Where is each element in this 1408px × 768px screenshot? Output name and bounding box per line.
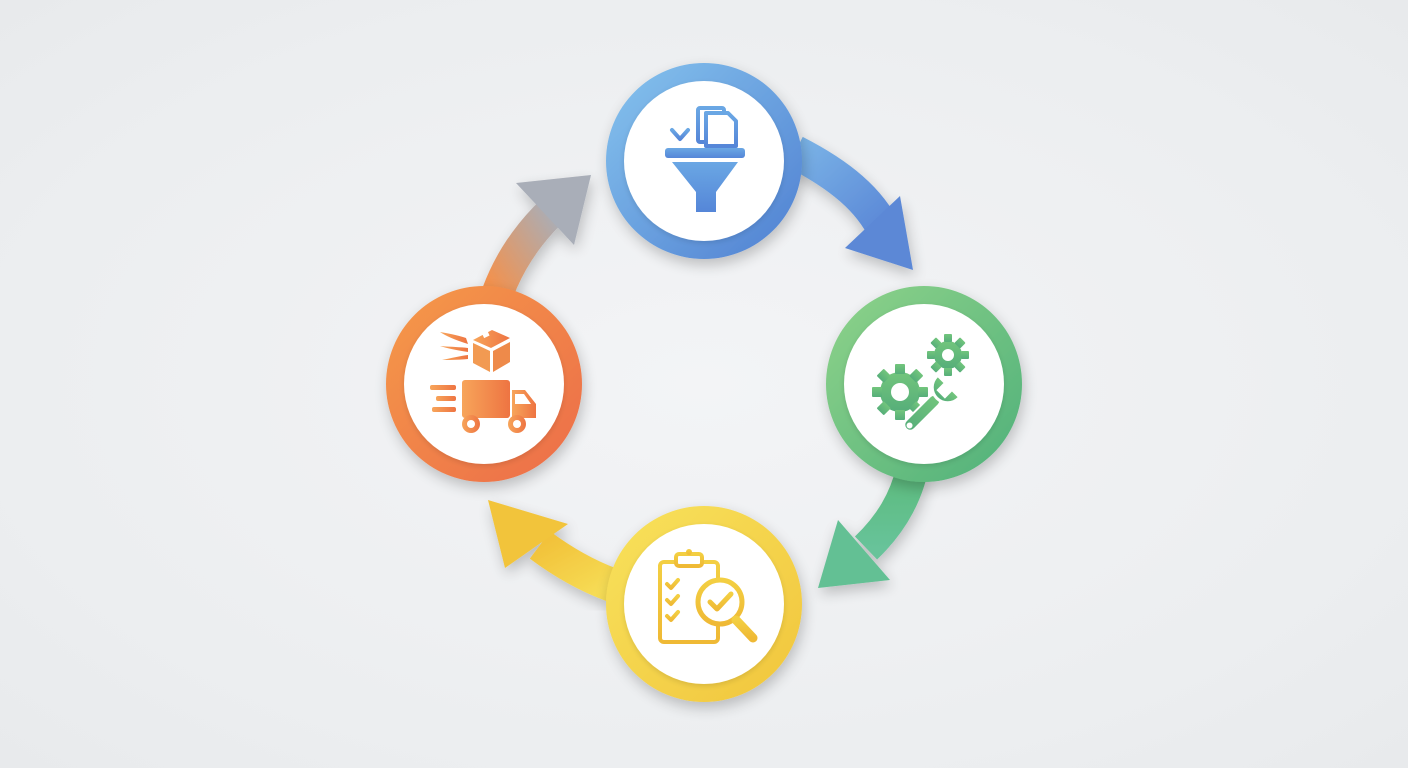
delivery-truck-box-icon [430,330,536,433]
arrow-green-to-yellow [818,465,928,588]
arrow-orange-to-blue [483,175,591,298]
arrow-yellow-to-orange [488,500,619,601]
funnel-documents-icon [665,106,745,212]
step-node-gears [826,286,1022,482]
step-node-funnel [606,63,802,259]
gears-wrench-icon [872,334,969,432]
clipboard-magnifier-icon [658,549,758,644]
arrow-blue-to-green [787,136,913,270]
